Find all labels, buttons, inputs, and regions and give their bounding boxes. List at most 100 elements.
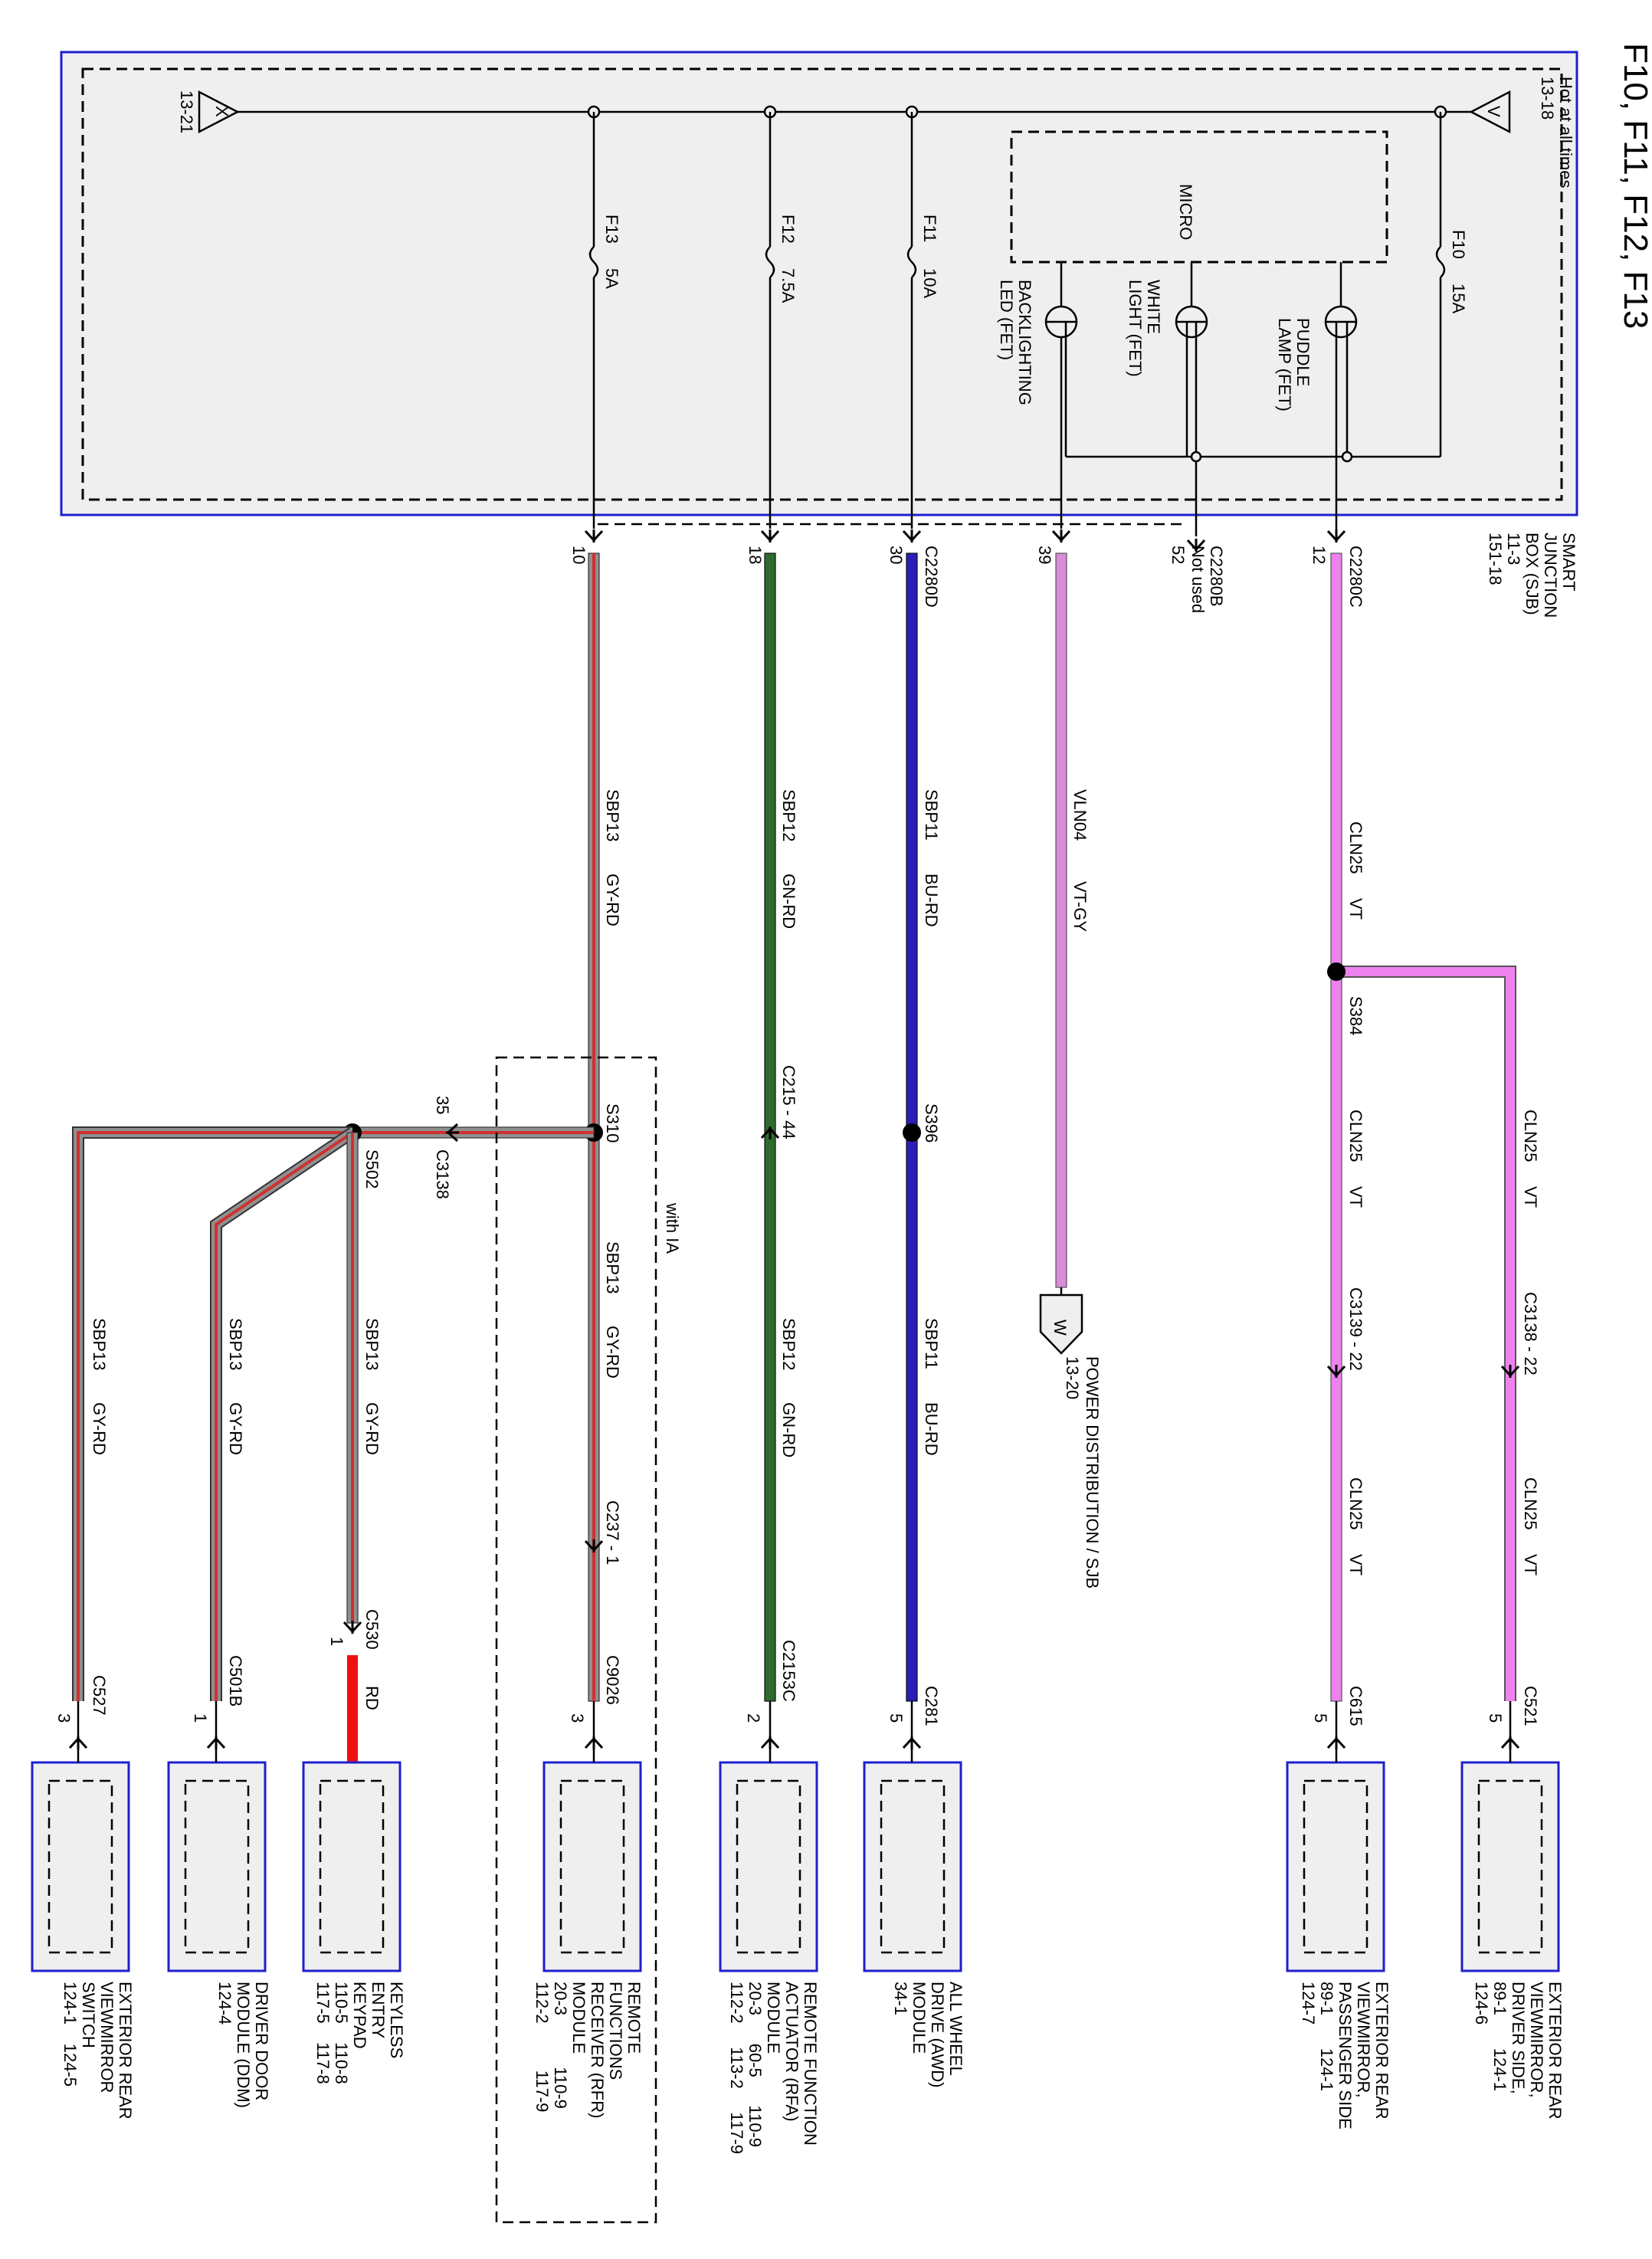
component-rfa-module: C2153C 2 REMOTE FUNCTION ACTUATOR (RFA) …	[719, 1640, 820, 2154]
pin-39: 39	[1035, 546, 1054, 564]
svg-text:Not used: Not used	[1188, 546, 1208, 613]
svg-text:BU-RD: BU-RD	[922, 1402, 941, 1456]
svg-text:13-18: 13-18	[1538, 77, 1557, 120]
svg-text:110-5 110-8: 110-5 110-8	[332, 1982, 351, 2084]
svg-text:89-1 124-1: 89-1 124-1	[1490, 1982, 1509, 2091]
label-c3138-22: C3138 - 22	[1521, 1292, 1540, 1375]
svg-text:18: 18	[746, 546, 765, 564]
svg-text:X: X	[212, 106, 231, 117]
svg-text:C527: C527	[90, 1675, 109, 1716]
label-s310: S310	[603, 1103, 622, 1143]
label-c3138-pin: 35	[433, 1096, 452, 1114]
svg-text:11-3: 11-3	[1504, 533, 1523, 565]
svg-text:S310: S310	[603, 1103, 622, 1143]
svg-text:V: V	[1484, 106, 1503, 117]
svg-text:VT: VT	[1521, 1554, 1540, 1575]
svg-text:LIGHT (FET): LIGHT (FET)	[1126, 280, 1145, 377]
svg-text:124-7: 124-7	[1299, 1982, 1318, 2025]
label-s502: S502	[362, 1149, 382, 1189]
svg-text:GY-RD: GY-RD	[362, 1402, 382, 1455]
svg-text:MODULE: MODULE	[569, 1982, 588, 2054]
component-ddm: C501B 1 DRIVER DOOR MODULE (DDM) 124-4	[167, 1655, 271, 2108]
pin-30: 30	[887, 546, 906, 564]
svg-text:124-4: 124-4	[215, 1982, 234, 2025]
svg-text:C2280B: C2280B	[1207, 546, 1226, 607]
diagram-title: F10, F11, F12, F13	[1617, 43, 1652, 329]
wire-sbp13-to-c530	[346, 1132, 359, 1624]
svg-text:KEYLESS: KEYLESS	[387, 1982, 406, 2058]
svg-text:BU-RD: BU-RD	[922, 874, 941, 927]
svg-text:CLN25: CLN25	[1346, 1110, 1365, 1162]
pin-18: 18	[746, 546, 765, 564]
wire-sbp13-to-c501b	[210, 1127, 356, 1701]
svg-text:VT-GY: VT-GY	[1070, 881, 1090, 932]
svg-text:LED (FET): LED (FET)	[997, 280, 1016, 360]
svg-text:SBP12: SBP12	[779, 1318, 798, 1371]
svg-text:GY-RD: GY-RD	[603, 874, 622, 926]
svg-text:5: 5	[1311, 1713, 1330, 1723]
label-c237-1: C237 - 1	[603, 1500, 622, 1565]
svg-text:RD: RD	[362, 1686, 382, 1710]
svg-text:5: 5	[887, 1713, 906, 1723]
svg-text:C237 - 1: C237 - 1	[603, 1500, 622, 1565]
svg-text:117-5 117-8: 117-5 117-8	[313, 1982, 333, 2084]
svg-text:LAMP (FET): LAMP (FET)	[1275, 318, 1294, 411]
svg-text:REMOTE FUNCTION: REMOTE FUNCTION	[801, 1982, 820, 2146]
svg-text:C3138 - 22: C3138 - 22	[1521, 1292, 1540, 1375]
label-c3139-22: C3139 - 22	[1346, 1287, 1365, 1371]
svg-text:ALL WHEEL: ALL WHEEL	[946, 1982, 965, 2076]
svg-text:SBP11: SBP11	[922, 789, 941, 841]
svg-text:3: 3	[568, 1713, 587, 1723]
svg-text:C521: C521	[1521, 1686, 1540, 1726]
splice-s384-dot	[1327, 962, 1346, 981]
label-c3138: C3138	[433, 1149, 452, 1199]
pin-52: 52	[1169, 546, 1188, 564]
label-rd: RD	[362, 1686, 382, 1710]
svg-text:GY-RD: GY-RD	[226, 1402, 245, 1455]
svg-text:PUDDLE: PUDDLE	[1293, 318, 1313, 386]
component-mirror-driver: C521 5 EXTERIOR REAR VIEWMIRROR, DRIVER …	[1460, 1686, 1565, 2120]
wire-vln04	[1055, 552, 1067, 1288]
svg-text:S502: S502	[362, 1149, 382, 1189]
svg-text:SBP13: SBP13	[90, 1318, 109, 1371]
svg-text:C501B: C501B	[226, 1655, 245, 1707]
svg-text:1: 1	[191, 1713, 210, 1723]
label-s384: S384	[1346, 996, 1365, 1035]
svg-text:FUNCTIONS: FUNCTIONS	[606, 1982, 625, 2080]
svg-text:13-20: 13-20	[1063, 1356, 1082, 1399]
svg-text:5: 5	[1486, 1713, 1505, 1723]
svg-text:C615: C615	[1346, 1686, 1365, 1726]
svg-text:20-3 110-9: 20-3 110-9	[551, 1982, 570, 2109]
pin-10: 10	[569, 546, 588, 564]
hot-at-all-times: Hot at all times 13-18	[1538, 77, 1575, 189]
svg-text:2: 2	[744, 1713, 763, 1723]
svg-text:EXTERIOR REAR: EXTERIOR REAR	[116, 1982, 135, 2120]
with-ia-box	[495, 1056, 657, 2224]
svg-text:GY-RD: GY-RD	[90, 1402, 109, 1455]
splice-s396-dot	[903, 1123, 921, 1142]
svg-text:39: 39	[1035, 546, 1054, 564]
svg-text:89-1 124-1: 89-1 124-1	[1317, 1982, 1336, 2091]
svg-text:VIEWMIRROR,: VIEWMIRROR,	[1354, 1982, 1373, 2098]
svg-text:VIEWMIRROR,: VIEWMIRROR,	[1527, 1982, 1546, 2098]
svg-text:DRIVER DOOR: DRIVER DOOR	[252, 1982, 271, 2100]
svg-text:C215 - 44: C215 - 44	[779, 1065, 798, 1139]
svg-text:SBP13: SBP13	[603, 1241, 622, 1294]
svg-text:F10: F10	[1449, 230, 1468, 259]
svg-text:SBP11: SBP11	[922, 1318, 941, 1369]
svg-text:151-18: 151-18	[1486, 533, 1505, 585]
svg-text:VLN04: VLN04	[1070, 789, 1090, 841]
conn-c2280c: C2280C	[1346, 546, 1365, 608]
svg-text:SWITCH: SWITCH	[79, 1982, 98, 2048]
svg-text:WHITE: WHITE	[1144, 280, 1163, 334]
